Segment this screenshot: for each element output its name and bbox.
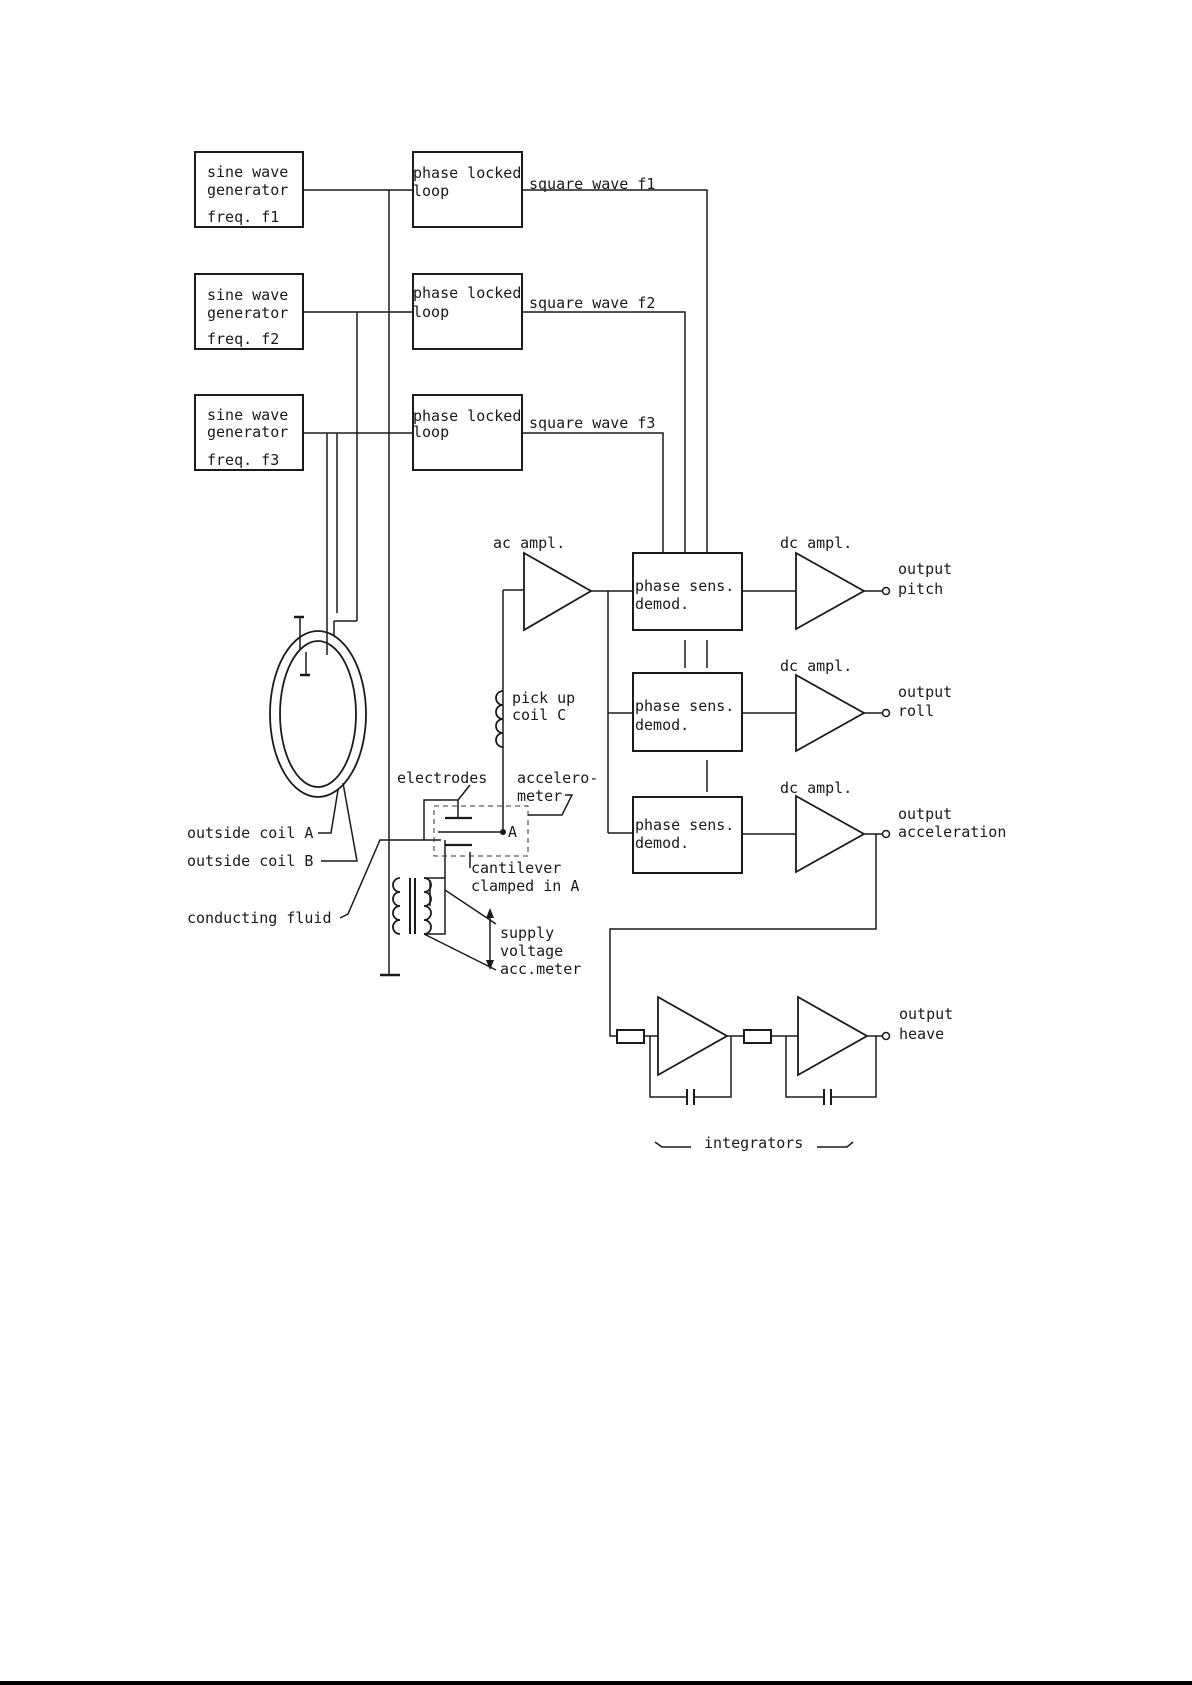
generator-label-line1: sine wave [207, 163, 288, 181]
node-a-label: A [508, 823, 517, 841]
accelerometer-assembly [423, 784, 574, 868]
integrator-amplifier-2 [797, 995, 869, 1077]
output-roll-line2: roll [898, 702, 934, 720]
demod-label-line1: phase sens. [635, 816, 734, 834]
pll-label-line2: loop [413, 303, 449, 321]
generator-frequency: freq. f3 [207, 451, 279, 469]
integrator-amplifier-1 [657, 995, 729, 1077]
generator-label-line2: generator [207, 423, 288, 441]
pll-f3: phase locked loop square wave f3 [412, 394, 655, 471]
demodulator-pitch: phase sens. demod. [632, 552, 743, 631]
page-bottom-edge [0, 1681, 1192, 1685]
electrodes-label: electrodes [397, 769, 487, 787]
output-roll-line1: output [898, 683, 952, 701]
demod-label-line2: demod. [635, 834, 689, 852]
pickup-coil-c [495, 589, 524, 832]
pll-label-line1: phase locked [413, 164, 521, 182]
square-wave-label: square wave f1 [529, 175, 655, 193]
pll-label-line2: loop [413, 182, 449, 200]
integrators-label: integrators [704, 1134, 803, 1152]
demod-label-line2: demod. [635, 716, 689, 734]
output-pitch-line1: output [898, 560, 952, 578]
pll-f1: phase locked loop square wave f1 [412, 151, 655, 228]
cantilever-label-line1: cantilever [471, 859, 561, 877]
coil-b-leader [321, 782, 358, 862]
dc-amplifier [795, 794, 866, 874]
demod-label-line2: demod. [635, 595, 689, 613]
dc-amplifier-label: dc ampl. [780, 657, 852, 675]
dc-amplifier-label: dc ampl. [780, 779, 852, 797]
dc-amp-acceleration-stage [742, 794, 891, 874]
ac-amplifier-label: ac ampl. [493, 534, 565, 552]
dc-amp-roll-stage [742, 673, 891, 753]
sine-generator-f3: sine wave generator freq. f3 [194, 394, 304, 471]
ac-amplifier [523, 551, 593, 632]
cantilever-label-line2: clamped in A [471, 877, 579, 895]
outside-coils [269, 615, 367, 798]
pickup-label-line1: pick up [512, 689, 575, 707]
supply-voltage-arrow [486, 908, 494, 970]
output-pitch-line2: pitch [898, 580, 943, 598]
output-acceleration-line1: output [898, 805, 952, 823]
sine-generator-f1: sine wave generator freq. f1 [194, 151, 304, 228]
accelerometer-label-line1: accelero- [517, 769, 598, 787]
output-heave-line1: output [899, 1005, 953, 1023]
generator-frequency: freq. f2 [207, 330, 279, 348]
supply-label-line3: acc.meter [500, 960, 581, 978]
accelerometer-label-line2: meter [517, 787, 562, 805]
generator-label-line2: generator [207, 304, 288, 322]
coil-a-leader [318, 789, 339, 834]
conducting-fluid-leader [339, 839, 441, 919]
generator-wiring [303, 189, 708, 977]
generator-label-line1: sine wave [207, 286, 288, 304]
integrator-chain [609, 834, 891, 1105]
sine-generator-f2: sine wave generator freq. f2 [194, 273, 304, 350]
pickup-label-line2: coil C [512, 706, 566, 724]
pll-f2: phase locked loop square wave f2 [412, 273, 655, 350]
generator-label-line2: generator [207, 181, 288, 199]
demod-label-line1: phase sens. [635, 697, 734, 715]
demod-reference-wiring [684, 640, 708, 792]
pll-label-line2: loop [413, 423, 449, 441]
outside-coil-b-label: outside coil B [187, 852, 313, 870]
output-acceleration-line2: acceleration [898, 823, 1006, 841]
transformer-symbol [392, 840, 497, 971]
output-heave-line2: heave [899, 1025, 944, 1043]
dc-amp-pitch-stage [742, 551, 891, 631]
output-terminal [881, 586, 891, 596]
supply-label-line2: voltage [500, 942, 563, 960]
demodulator-acceleration: phase sens. demod. [632, 796, 743, 874]
pll-label-line1: phase locked [413, 407, 521, 425]
output-terminal [881, 829, 891, 839]
ac-output-wiring [591, 590, 633, 834]
integrators-bracket [654, 1141, 854, 1148]
outside-coil-a-label: outside coil A [187, 824, 313, 842]
demod-label-line1: phase sens. [635, 577, 734, 595]
output-terminal [881, 708, 891, 718]
dc-amplifier [795, 551, 866, 631]
resistor [743, 1029, 772, 1044]
generator-frequency: freq. f1 [207, 208, 279, 226]
pll-label-line1: phase locked [413, 284, 521, 302]
demodulator-roll: phase sens. demod. [632, 672, 743, 752]
output-terminal [881, 1031, 891, 1041]
dc-amplifier-label: dc ampl. [780, 534, 852, 552]
square-wave-label: square wave f3 [529, 414, 655, 432]
supply-label-line1: supply [500, 924, 554, 942]
conducting-fluid-label: conducting fluid [187, 909, 332, 927]
generator-label-line1: sine wave [207, 406, 288, 424]
square-wave-label: square wave f2 [529, 294, 655, 312]
resistor [616, 1029, 645, 1044]
dc-amplifier [795, 673, 866, 753]
